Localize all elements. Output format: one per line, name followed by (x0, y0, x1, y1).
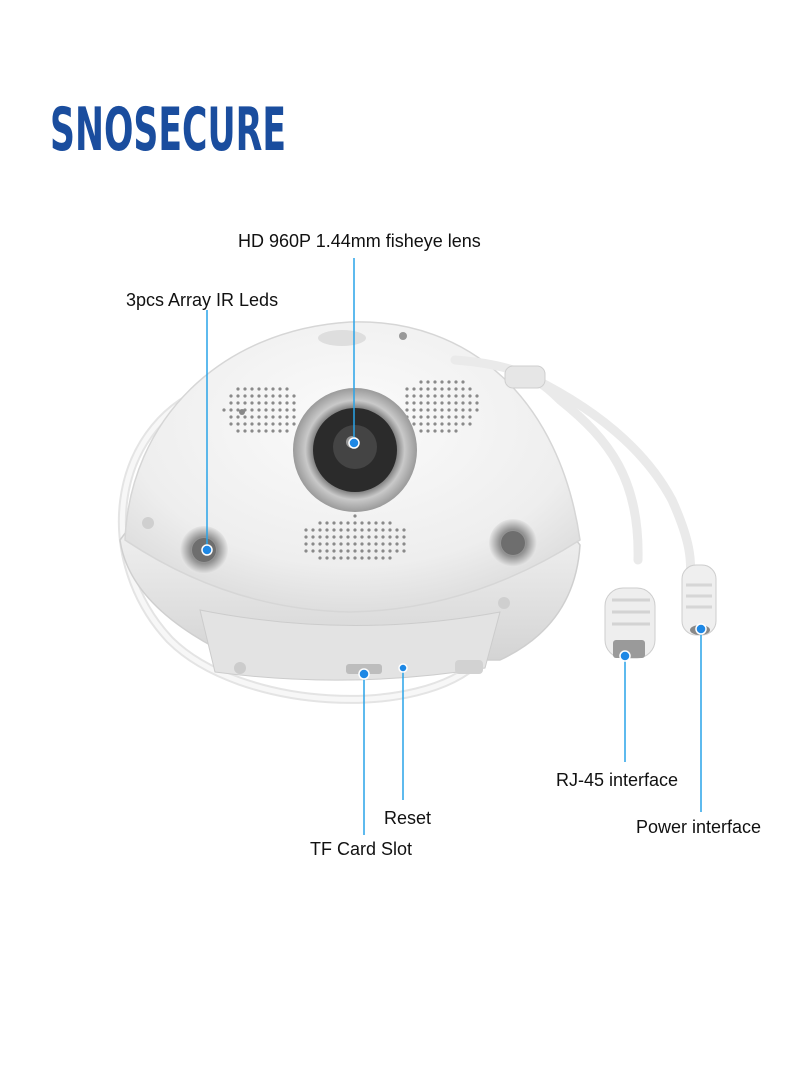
rj45-callout-label: RJ-45 interface (556, 770, 679, 790)
reset-callout-label: Reset (384, 808, 432, 828)
tf-card-callout-label: TF Card Slot (310, 839, 413, 859)
lens-callout-label: HD 960P 1.44mm fisheye lens (238, 231, 481, 251)
brand-logo: SNOSECURE (50, 95, 286, 160)
ir-leds-callout-label: 3pcs Array IR Leds (126, 290, 279, 310)
svg-text:SNOSECURE: SNOSECURE (50, 95, 286, 160)
power-callout-label: Power interface (636, 817, 762, 837)
